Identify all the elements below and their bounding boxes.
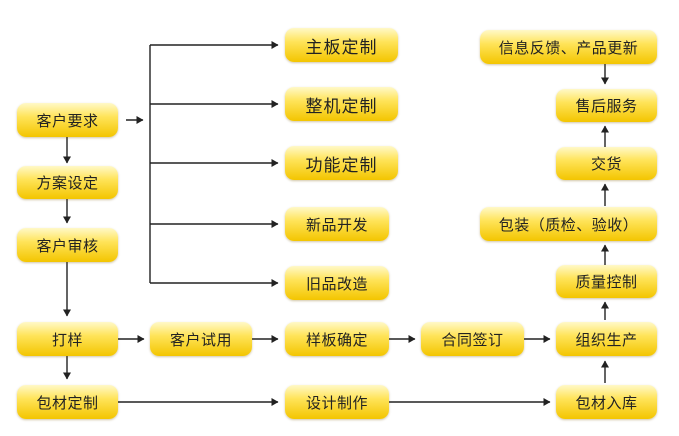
node-quality-control: 质量控制 xyxy=(556,265,657,298)
node-production: 组织生产 xyxy=(556,322,657,356)
node-new-product-dev: 新品开发 xyxy=(285,207,389,241)
node-mainboard-custom: 主板定制 xyxy=(285,28,398,62)
node-delivery: 交货 xyxy=(556,147,657,180)
node-after-sales: 售后服务 xyxy=(556,89,657,122)
node-customer-request: 客户要求 xyxy=(17,103,118,137)
node-contract-sign: 合同签订 xyxy=(421,322,524,356)
node-sample-confirm: 样板确定 xyxy=(285,322,389,356)
node-old-product-revamp: 旧品改造 xyxy=(285,266,389,300)
node-packaging-custom: 包材定制 xyxy=(17,385,118,419)
node-function-custom: 功能定制 xyxy=(285,146,398,180)
node-machine-custom: 整机定制 xyxy=(285,87,398,121)
node-customer-trial: 客户试用 xyxy=(150,322,252,356)
node-customer-review: 客户审核 xyxy=(17,228,118,262)
node-packaging-in: 包材入库 xyxy=(556,385,657,419)
node-design-make: 设计制作 xyxy=(285,385,389,419)
node-plan-setting: 方案设定 xyxy=(17,166,118,199)
node-feedback-update: 信息反馈、产品更新 xyxy=(480,30,657,64)
node-packaging-check: 包装（质检、验收） xyxy=(480,207,657,241)
node-sampling: 打样 xyxy=(17,322,118,356)
